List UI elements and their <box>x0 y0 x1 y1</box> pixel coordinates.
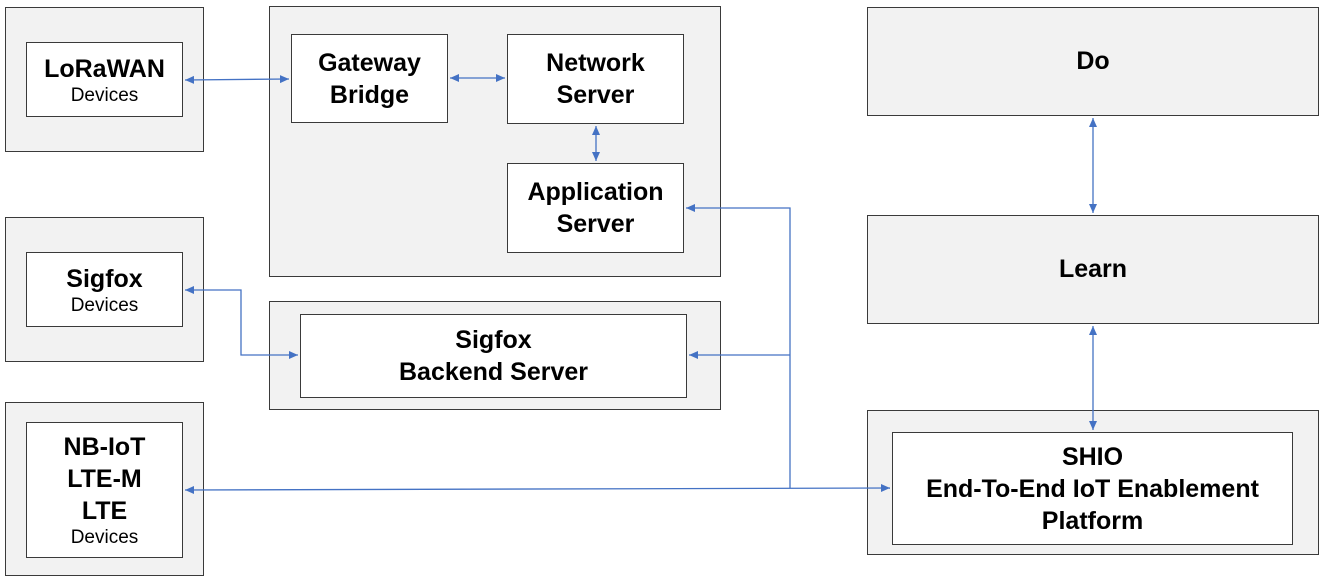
sigfox-backend-line-2: Backend Server <box>398 358 588 386</box>
cellular-sub: Devices <box>70 527 139 548</box>
learn-label: Learn <box>1058 255 1128 283</box>
link-cellular-shio <box>184 484 891 494</box>
gateway-line-2: Bridge <box>329 80 410 109</box>
do-label: Do <box>1076 47 1110 75</box>
application-line-2: Server <box>556 210 635 238</box>
cellular-line-2: LTE-M <box>67 465 142 493</box>
lorawan-devices-box: LoRaWAN Devices <box>26 42 183 117</box>
shio-line-2: End-To-End IoT Enablement <box>926 474 1259 503</box>
lorawan-title: LoRaWAN <box>44 54 165 83</box>
shio-line-3: Platform <box>1041 506 1144 535</box>
link-sigfox-backend <box>185 286 298 359</box>
learn-box: Learn <box>867 215 1319 324</box>
sigfox-devices-title: Sigfox <box>66 264 143 293</box>
link-shio-application <box>686 204 791 488</box>
sigfox-backend-line-1: Sigfox <box>455 326 532 354</box>
application-server-box: Application Server <box>507 163 684 253</box>
application-line-1: Application <box>527 178 664 206</box>
network-server-box: Network Server <box>507 34 684 124</box>
cellular-line-1: NB-IoT <box>63 433 146 461</box>
gateway-line-1: Gateway <box>318 48 421 77</box>
sigfox-devices-sub: Devices <box>70 294 139 316</box>
link-lorawan-gateway <box>184 75 290 84</box>
shio-line-1: SHIO <box>1061 442 1124 471</box>
cellular-devices-box: NB-IoT LTE-M LTE Devices <box>26 422 183 558</box>
shio-box: SHIO End-To-End IoT Enablement Platform <box>892 432 1293 545</box>
sigfox-backend-box: Sigfox Backend Server <box>300 314 687 398</box>
network-line-2: Server <box>556 81 635 109</box>
lorawan-sub: Devices <box>70 84 139 106</box>
cellular-line-3: LTE <box>81 497 128 525</box>
gateway-bridge-box: Gateway Bridge <box>291 34 448 123</box>
sigfox-devices-box: Sigfox Devices <box>26 252 183 327</box>
network-line-1: Network <box>546 49 645 77</box>
do-box: Do <box>867 7 1319 116</box>
